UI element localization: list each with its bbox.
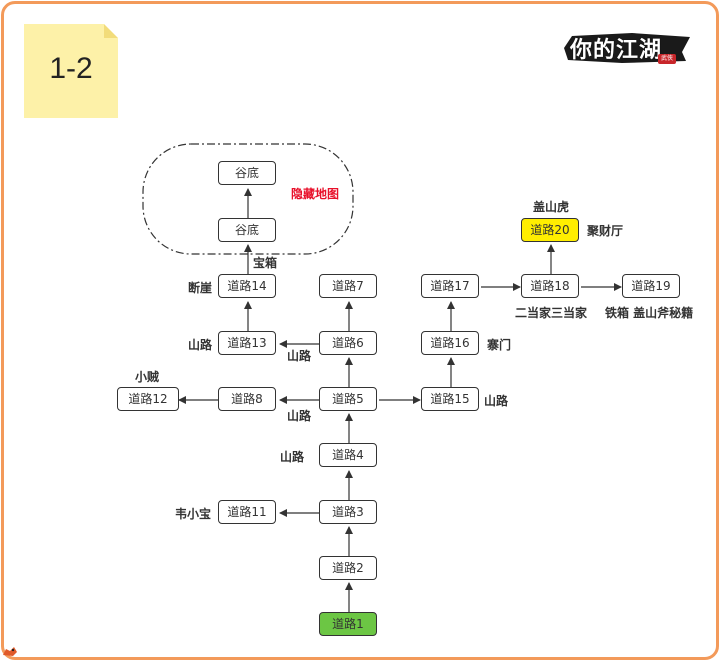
label-treasure-hall: 聚财厅 <box>587 224 624 238</box>
node-road-4: 道路4 <box>319 443 377 467</box>
level-note: 1-2 <box>24 24 118 118</box>
node-gudi-bottom: 谷底 <box>218 218 276 242</box>
node-road-1-start: 道路1 <box>319 612 377 636</box>
node-gudi-top: 谷底 <box>218 161 276 185</box>
label-gai-shanhu: 盖山虎 <box>533 200 570 214</box>
node-road-8: 道路8 <box>218 387 276 411</box>
logo-text: 你的江湖 <box>570 37 663 63</box>
node-road-13: 道路13 <box>218 331 276 355</box>
node-road-5: 道路5 <box>319 387 377 411</box>
node-road-17: 道路17 <box>421 274 479 298</box>
node-road-20-boss: 道路20 <box>521 218 579 242</box>
node-road-11: 道路11 <box>218 500 276 524</box>
label-hidden-map: 隐藏地图 <box>291 187 340 201</box>
node-road-12: 道路12 <box>117 387 179 411</box>
label-treasure-box: 宝箱 <box>253 256 278 270</box>
hidden-map-boundary <box>142 143 354 255</box>
label-mountain-road-5: 山路 <box>287 409 312 423</box>
label-cliff: 断崖 <box>188 281 213 295</box>
label-mountain-road-13: 山路 <box>188 338 213 352</box>
node-road-2: 道路2 <box>319 556 377 580</box>
node-road-6: 道路6 <box>319 331 377 355</box>
node-road-14: 道路14 <box>218 274 276 298</box>
node-road-7: 道路7 <box>319 274 377 298</box>
level-label: 1-2 <box>49 52 93 85</box>
game-logo: 你的江湖 武侠 <box>562 28 692 68</box>
label-mountain-road-6: 山路 <box>287 349 312 363</box>
label-mountain-road-15: 山路 <box>484 394 509 408</box>
node-road-16: 道路16 <box>421 331 479 355</box>
node-road-18: 道路18 <box>521 274 579 298</box>
label-second-third-master: 二当家三当家 <box>515 306 588 320</box>
label-thief: 小贼 <box>135 370 160 384</box>
label-iron-box-secret-book: 铁箱 盖山斧秘籍 <box>605 306 694 320</box>
node-road-15: 道路15 <box>421 387 479 411</box>
logo-seal: 武侠 <box>658 54 676 64</box>
node-road-3: 道路3 <box>319 500 377 524</box>
note-fold <box>104 24 118 38</box>
mascot-icon <box>3 647 17 656</box>
label-camp-gate: 寨门 <box>487 338 512 352</box>
label-mountain-road-4: 山路 <box>280 450 305 464</box>
node-road-19: 道路19 <box>622 274 680 298</box>
label-wei-xiaobao: 韦小宝 <box>175 507 212 521</box>
